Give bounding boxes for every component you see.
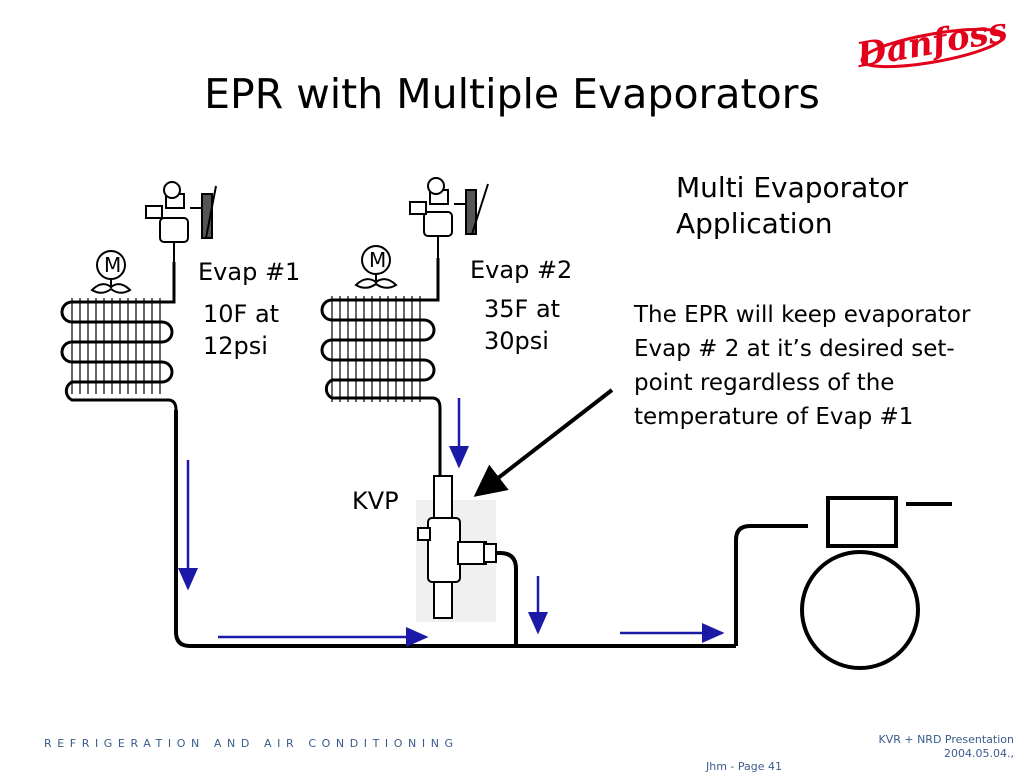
evaporator-2 [320, 177, 489, 476]
application-heading: Multi Evaporator Application [676, 171, 908, 240]
evap2-label: Evap #2 [470, 256, 573, 284]
evap1-motor-symbol: M [104, 253, 122, 277]
kvp-valve [416, 475, 497, 622]
evaporator-1 [60, 181, 217, 411]
footer-division: REFRIGERATION AND AIR CONDITIONING [44, 737, 459, 750]
slide-title: EPR with Multiple Evaporators [204, 70, 820, 118]
evap2-condition-line1: 35F at [484, 295, 561, 323]
evap1-label: Evap #1 [198, 258, 301, 286]
evap2-condition-line2: 30psi [484, 327, 549, 355]
danfoss-logo: Danfoss [858, 18, 1008, 70]
flow-arrows [178, 398, 725, 647]
evap2-motor-symbol: M [369, 248, 387, 272]
pointer-arrow [473, 388, 614, 497]
evap1-condition-line1: 10F at [203, 300, 280, 328]
suction-piping [174, 410, 952, 648]
footer-presentation-date: 2004.05.04., [944, 747, 1014, 760]
evap1-condition-line2: 12psi [203, 332, 268, 360]
kvp-label: KVP [352, 487, 399, 515]
application-description: The EPR will keep evaporator Evap # 2 at… [634, 302, 971, 430]
footer-presentation-info: KVR + NRD Presentation 2004.05.04., [714, 733, 1014, 761]
compressor [800, 496, 920, 670]
footer-page-number: Jhm - Page 41 [706, 760, 783, 773]
footer-presentation-name: KVR + NRD Presentation [878, 733, 1014, 746]
